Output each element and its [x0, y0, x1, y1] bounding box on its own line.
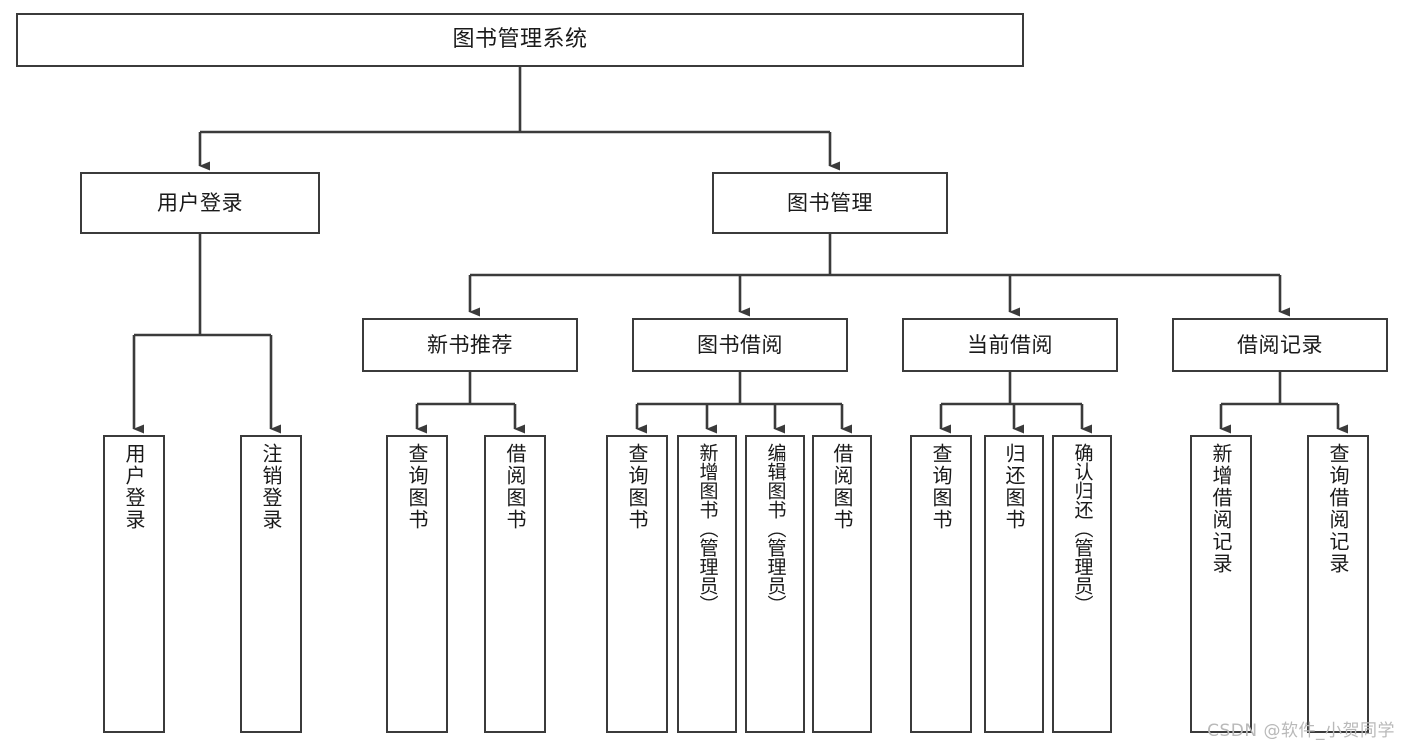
node-user-login[interactable]: 用户登录: [80, 172, 320, 234]
leaf-confirm-return[interactable]: 确认归还（管理员）: [1052, 435, 1112, 733]
node-book-borrow-label: 图书借阅: [697, 332, 783, 357]
node-new-book-rec[interactable]: 新书推荐: [362, 318, 578, 372]
leaf-add-book-label: 新增图书（管理员）: [696, 443, 719, 614]
leaf-borrow-book-rec-label: 借阅图书: [503, 443, 527, 531]
node-user-login-label: 用户登录: [157, 190, 243, 215]
node-root[interactable]: 图书管理系统: [16, 13, 1024, 67]
leaf-borrow-book-label: 借阅图书: [830, 443, 854, 531]
leaf-edit-book[interactable]: 编辑图书（管理员）: [745, 435, 805, 733]
leaf-query-book-cur[interactable]: 查询图书: [910, 435, 972, 733]
leaf-query-book-borrow-label: 查询图书: [625, 443, 649, 531]
node-new-book-rec-label: 新书推荐: [427, 332, 513, 357]
leaf-query-book-cur-label: 查询图书: [929, 443, 953, 531]
leaf-add-record-label: 新增借阅记录: [1209, 443, 1233, 575]
leaf-add-record[interactable]: 新增借阅记录: [1190, 435, 1252, 733]
leaf-edit-book-label: 编辑图书（管理员）: [764, 443, 787, 614]
node-current-borrow-label: 当前借阅: [967, 332, 1053, 357]
node-book-manage[interactable]: 图书管理: [712, 172, 948, 234]
node-book-borrow[interactable]: 图书借阅: [632, 318, 848, 372]
leaf-return-book[interactable]: 归还图书: [984, 435, 1044, 733]
leaf-query-record-label: 查询借阅记录: [1326, 443, 1350, 575]
node-current-borrow[interactable]: 当前借阅: [902, 318, 1118, 372]
node-root-label: 图书管理系统: [452, 27, 588, 53]
leaf-borrow-book[interactable]: 借阅图书: [812, 435, 872, 733]
leaf-logout-label: 注销登录: [259, 443, 283, 531]
leaf-borrow-book-rec[interactable]: 借阅图书: [484, 435, 546, 733]
leaf-add-book[interactable]: 新增图书（管理员）: [677, 435, 737, 733]
node-borrow-record-label: 借阅记录: [1237, 332, 1323, 357]
leaf-query-book-rec[interactable]: 查询图书: [386, 435, 448, 733]
leaf-user-login[interactable]: 用户登录: [103, 435, 165, 733]
leaf-query-book-rec-label: 查询图书: [405, 443, 429, 531]
csdn-watermark: CSDN @软件_小贺同学: [1207, 721, 1395, 741]
leaf-user-login-label: 用户登录: [122, 443, 146, 531]
leaf-query-record[interactable]: 查询借阅记录: [1307, 435, 1369, 733]
node-book-manage-label: 图书管理: [787, 190, 873, 215]
node-borrow-record[interactable]: 借阅记录: [1172, 318, 1388, 372]
leaf-logout[interactable]: 注销登录: [240, 435, 302, 733]
leaf-query-book-borrow[interactable]: 查询图书: [606, 435, 668, 733]
leaf-confirm-return-label: 确认归还（管理员）: [1071, 443, 1094, 614]
leaf-return-book-label: 归还图书: [1002, 443, 1026, 531]
